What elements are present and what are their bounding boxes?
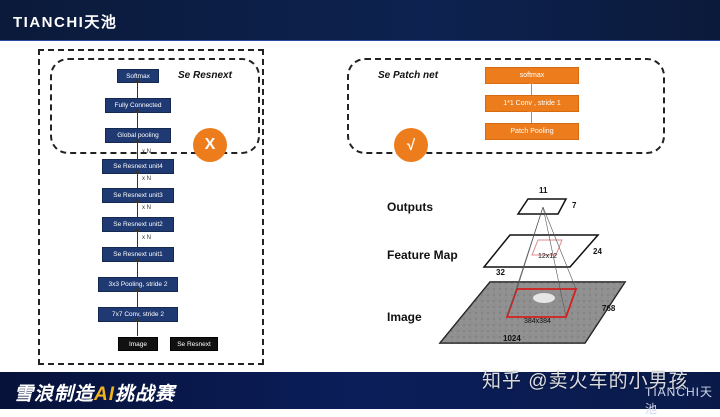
outputs-label: Outputs [387, 200, 433, 214]
se-patch-net-box [347, 58, 665, 154]
image-height-value: 768 [602, 304, 616, 313]
feature-map-height-value: 24 [593, 247, 602, 256]
repeat-label: x N [142, 205, 151, 211]
brand-logo-top: TIANCHI天池 [13, 14, 118, 31]
arrow [134, 287, 140, 307]
image-input-block: Image [118, 337, 158, 351]
arrow [528, 107, 534, 123]
event-title-post: 挑战赛 [115, 384, 176, 405]
se-patch-net-title: Se Patch net [378, 70, 439, 81]
image-texture [440, 282, 625, 343]
arrow [134, 169, 140, 188]
image-label: Image [387, 310, 422, 324]
arrow [134, 227, 140, 247]
feature-map-width-value: 32 [496, 268, 505, 277]
repeat-label: x N [142, 149, 151, 155]
feature-pyramid-diagram [438, 198, 627, 344]
se-resnext-network-box [38, 49, 264, 365]
image-patch-size: 384x384 [524, 318, 551, 325]
bottom-banner [0, 372, 720, 409]
feature-map-plane [482, 234, 600, 268]
repeat-label: x N [142, 235, 151, 241]
image-width-value: 1024 [503, 334, 521, 343]
classifier-head-box [50, 58, 260, 154]
defect-spot [533, 293, 555, 303]
outputs-plane [516, 198, 568, 215]
arrow [134, 198, 140, 217]
se-resnext-title: Se Resnext [178, 70, 232, 81]
top-banner [0, 0, 720, 41]
arrow [134, 78, 140, 98]
feature-map-label: Feature Map [387, 248, 458, 262]
accept-icon: √ [394, 128, 428, 162]
feature-map-patch-size: 12x12 [538, 253, 558, 260]
reject-icon: X [193, 128, 227, 162]
event-title-ai: AI [94, 384, 116, 405]
arrow [134, 138, 140, 159]
zhihu-watermark: 知乎 @卖火车的小男孩 [482, 371, 689, 392]
arrow [134, 108, 140, 128]
event-title: 雪浪制造AI挑战赛 [14, 379, 175, 406]
output-height-value: 7 [572, 201, 577, 210]
projection-line [542, 206, 577, 290]
projection-line [542, 206, 567, 318]
event-title-pre: 雪浪制造 [14, 384, 95, 405]
projection-line [506, 206, 544, 318]
patch-pooling-block: Patch Pooling [485, 123, 579, 140]
se-resnext-legend-block: Se Resnext [170, 337, 218, 351]
output-width-value: 11 [539, 186, 548, 195]
arrow [528, 79, 534, 95]
arrow [134, 317, 140, 336]
arrow [134, 257, 140, 277]
feature-map-patch-box [531, 239, 563, 256]
repeat-label: x N [142, 176, 151, 182]
